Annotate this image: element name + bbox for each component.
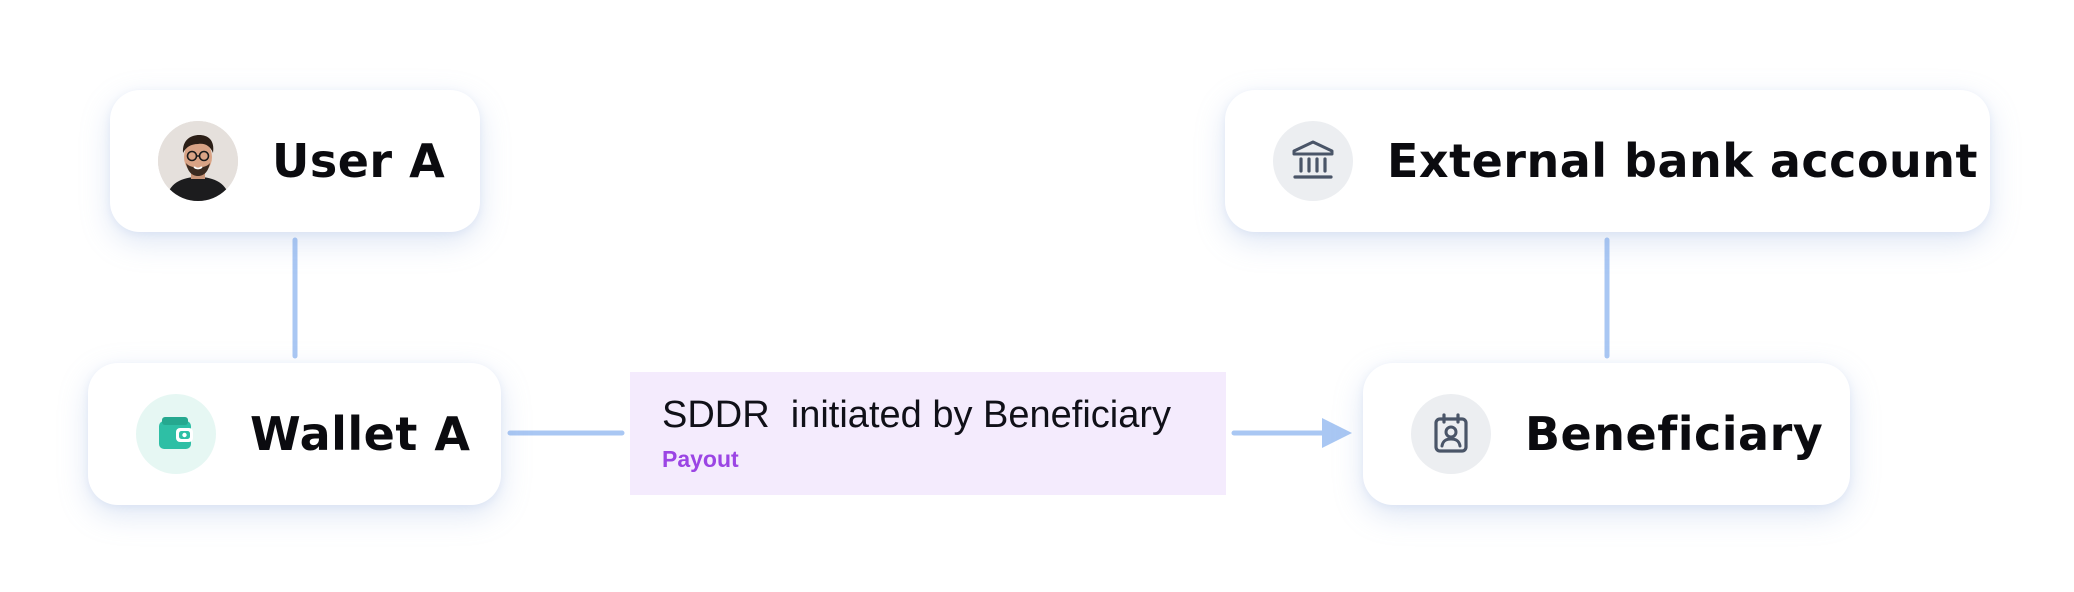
user-avatar-icon	[158, 121, 238, 201]
node-label-user-a: User A	[272, 134, 446, 188]
arrowhead-to-beneficiary	[1322, 418, 1352, 448]
node-user-a[interactable]: User A	[110, 90, 480, 232]
node-wallet-a[interactable]: Wallet A	[88, 363, 501, 505]
wallet-icon	[136, 394, 216, 474]
bank-icon	[1273, 121, 1353, 201]
node-label-wallet-a: Wallet A	[250, 407, 471, 461]
beneficiary-icon	[1411, 394, 1491, 474]
node-beneficiary[interactable]: Beneficiary	[1363, 363, 1850, 505]
node-label-external-bank-account: External bank account	[1387, 134, 1979, 188]
transfer-subtitle: Payout	[662, 446, 739, 472]
node-label-beneficiary: Beneficiary	[1525, 407, 1824, 461]
node-external-bank-account[interactable]: External bank account	[1225, 90, 1990, 232]
transfer-title: SDDR initiated by Beneficiary	[662, 394, 1171, 436]
transfer-box[interactable]: SDDR initiated by Beneficiary Payout	[630, 372, 1226, 495]
